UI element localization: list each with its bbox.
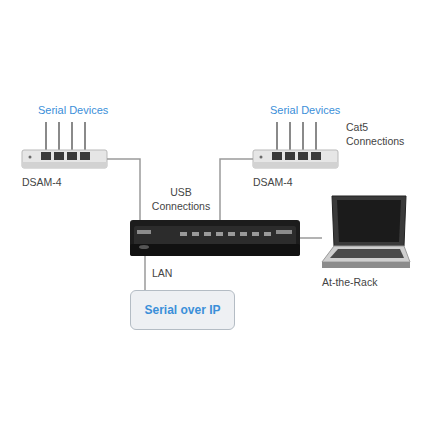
device-label: DSAM-4 [22, 176, 62, 188]
device-label: At-the-Rack [322, 276, 377, 288]
connection-line [144, 256, 146, 290]
device-group-label: Serial Devices [270, 103, 340, 118]
serial-console-switch [130, 220, 300, 256]
box-label: Serial over IP [144, 303, 220, 317]
rack-console [322, 196, 410, 268]
console-switch [130, 220, 300, 256]
dsam-device [22, 150, 107, 168]
connection-line [300, 237, 322, 239]
serial-over-ip-box: Serial over IP [130, 290, 235, 330]
dsam-device [253, 150, 338, 168]
connection-line [220, 159, 253, 220]
dsam-unit: DSAM-4 [253, 150, 338, 168]
serial-cables [46, 122, 316, 152]
device-group-label: Serial Devices [38, 103, 108, 118]
cable-label: Cat5 Connections [346, 120, 406, 148]
rack-console: At-the-Rack [322, 196, 410, 268]
connection-line [107, 159, 140, 220]
cable-label: USB Connections [150, 185, 212, 213]
connection-label: LAN [152, 266, 172, 280]
dsam-unit: DSAM-4 [22, 150, 107, 168]
device-label: DSAM-4 [253, 176, 293, 188]
